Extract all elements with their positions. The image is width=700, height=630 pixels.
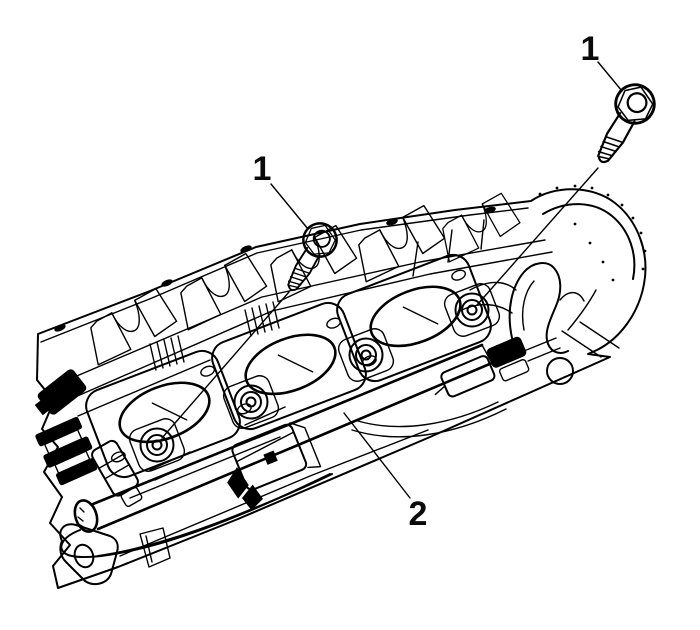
fuel-rail [60,279,561,558]
rail-pressure-sensor [34,369,98,486]
fuel-rail-end-cap [73,499,99,533]
cylinder-head-body [36,188,647,589]
cam-cover-rail [40,207,529,343]
fuel-feed-pipe [351,401,507,438]
rail-end-fitting [434,336,530,398]
leader-line-fuel-rail [343,412,411,499]
callouts: 1 1 2 [161,30,663,533]
callout-label-bolt-right: 1 [581,30,600,68]
leader-line-bolt-left [161,183,309,439]
injector-connector [227,422,322,511]
leader-line-bolt-right [476,61,623,306]
fuel-injector [91,439,143,508]
fuel-rail-crossover-pipe [60,473,331,558]
stipple-dots [538,184,647,282]
fuel-rail-bolt-right [583,76,663,173]
callout-label-fuel-rail: 2 [409,495,428,533]
mounting-tabs [59,523,171,586]
head-silhouette [36,188,647,589]
rail-bolt-holes [54,206,496,332]
casting-hole [546,357,574,385]
callout-label-bolt-left: 1 [253,150,272,188]
